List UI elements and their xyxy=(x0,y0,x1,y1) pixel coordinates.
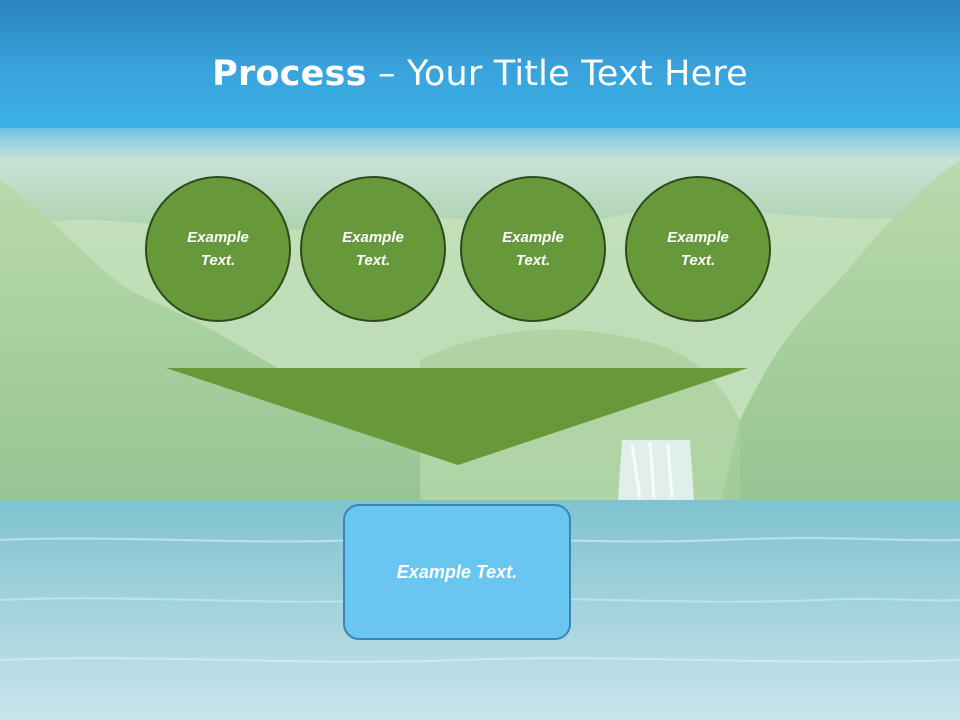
process-step-label: Example Text. xyxy=(667,229,729,269)
result-box: Example Text. xyxy=(343,504,571,640)
process-step-label: Example Text. xyxy=(187,229,249,269)
slide-title: Process – Your Title Text Here xyxy=(0,52,960,96)
process-step-circle: Example Text. xyxy=(625,176,771,322)
title-bar xyxy=(0,0,960,128)
process-step-label: Example Text. xyxy=(502,229,564,269)
result-box-label: Example Text. xyxy=(396,561,518,582)
process-step-circle: Example Text. xyxy=(145,176,291,322)
process-step-circle: Example Text. xyxy=(460,176,606,322)
title-bold-word: Process xyxy=(212,54,367,94)
funnel-triangle xyxy=(166,368,748,465)
title-rest: – Your Title Text Here xyxy=(366,54,748,94)
process-step-circle: Example Text. xyxy=(300,176,446,322)
title-bar-fade xyxy=(0,120,960,160)
process-step-label: Example Text. xyxy=(342,229,404,269)
